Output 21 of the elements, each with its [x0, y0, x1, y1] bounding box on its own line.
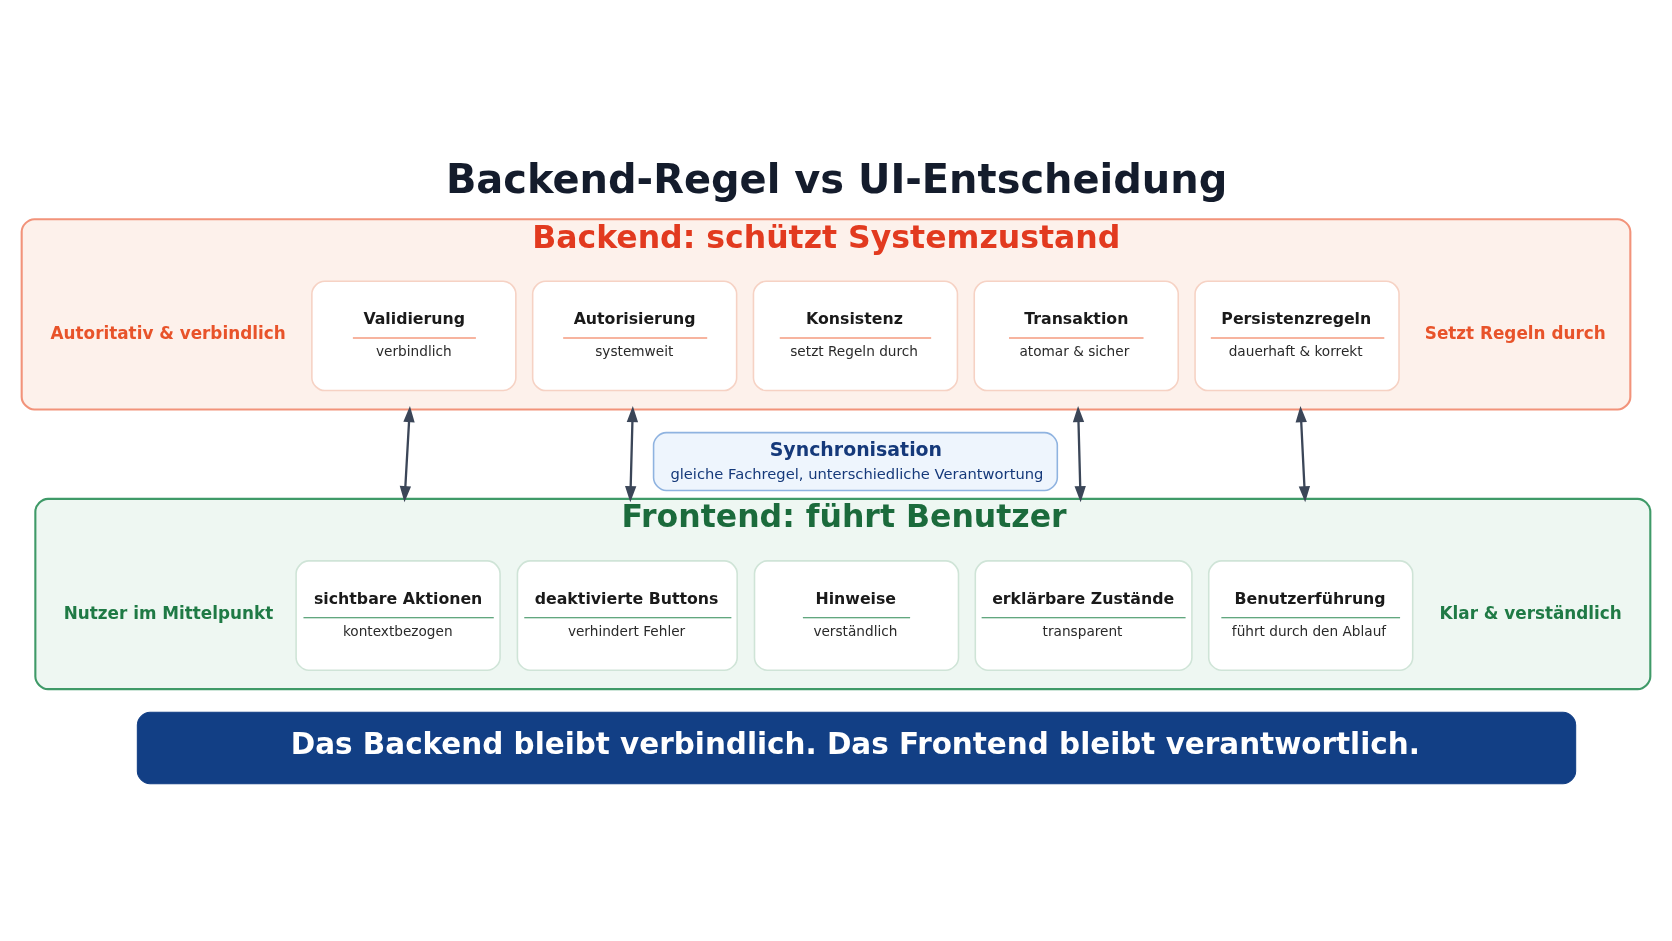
node-box: Benutzerführung führt durch den Ablauf: [1207, 559, 1414, 671]
node-box: Hinweise verständlich: [753, 559, 960, 671]
arrow: [1295, 405, 1311, 502]
arrow: [625, 405, 639, 502]
node-box: Transaktion atomar & sicher: [973, 279, 1179, 391]
node-box: Das Backend bleibt verbindlich. Das Frontend bleibt verantwortlich.: [136, 711, 1577, 784]
node-box: Konsistenz setzt Regeln durch: [752, 279, 959, 391]
node-text: Nutzer im Mittelpunkt: [63, 602, 274, 623]
node-text: Klar & verständlich: [1439, 602, 1622, 623]
node-box: erklärbare Zustände transparent: [974, 559, 1193, 671]
node-box: deaktivierte Buttons verhindert Fehler: [516, 559, 738, 671]
node-text: Autoritativ & verbindlich: [50, 322, 286, 343]
arrow: [399, 405, 415, 502]
arrow: [1072, 405, 1086, 502]
node-box: Persistenzregeln dauerhaft & korrekt: [1194, 279, 1400, 391]
node-box: sichtbare Aktionen kontextbezogen: [295, 559, 501, 671]
node-box: Validierung verbindlich: [311, 279, 517, 391]
diagram-title: Backend-Regel vs UI-Entscheidung: [445, 155, 1228, 202]
node-box: Synchronisation gleiche Fachregel, unterschiedliche Verantwortung: [652, 431, 1059, 491]
node-box: Autorisierung systemweit: [531, 279, 738, 391]
node-text: Setzt Regeln durch: [1424, 322, 1606, 343]
